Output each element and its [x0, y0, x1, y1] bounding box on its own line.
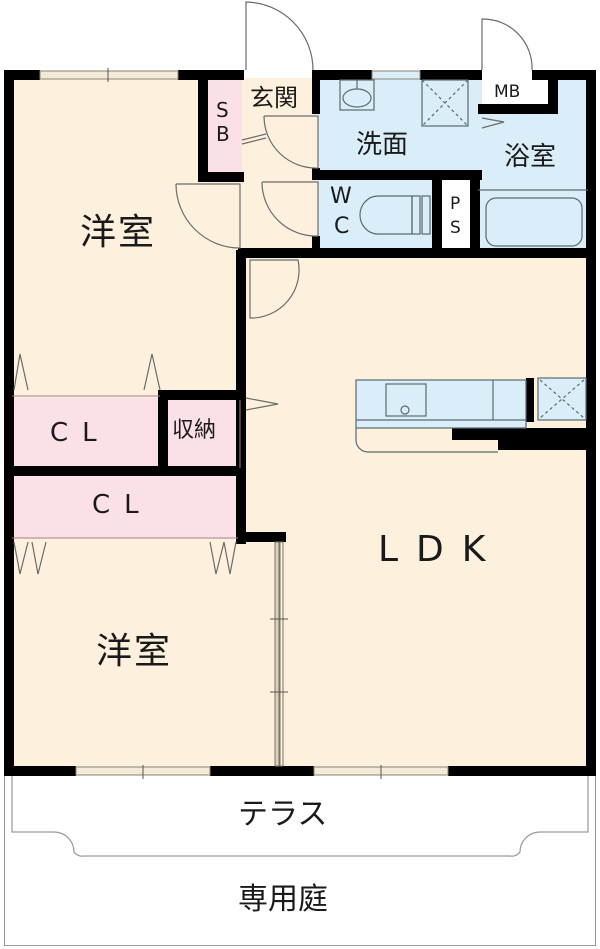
pipe-space-label-p: P — [450, 194, 461, 214]
wall-cl-lower-right — [236, 466, 246, 544]
wall-sb-left — [198, 70, 208, 182]
pipe-space — [440, 180, 472, 250]
wall-lower-room-top — [236, 532, 286, 542]
closet-upper — [12, 398, 160, 468]
wall-bottom-right — [448, 766, 596, 776]
shoe-box — [206, 80, 242, 174]
storage-closet — [166, 400, 240, 468]
western-room-lower — [12, 538, 276, 768]
wall-top-washroom-right — [420, 70, 482, 80]
wall-top-left — [4, 70, 40, 80]
wall-bottom-mid — [210, 766, 314, 776]
wall-top-mid — [178, 70, 244, 80]
wall-sb-bottom — [198, 172, 244, 182]
meter-box-label: MB — [494, 82, 521, 102]
toilet-label-w: W — [330, 184, 352, 209]
storage-label: 収納 — [172, 418, 217, 443]
wall-cl-top — [160, 390, 246, 400]
toilet — [318, 178, 434, 252]
toilet-label-c: C — [334, 214, 350, 239]
wall-mb-right — [548, 70, 558, 114]
wall-kitchen-counter-lower — [498, 438, 596, 450]
wall-outer-right — [586, 70, 596, 776]
closet-lower-label: CL — [92, 490, 153, 520]
ldk-label: LDK — [378, 529, 504, 570]
western-room-lower-label: 洋室 — [96, 631, 173, 672]
wall-mb-bottom — [478, 104, 558, 114]
entrance-label: 玄関 — [250, 84, 298, 112]
closet-upper-label: CL — [50, 418, 111, 448]
western-room-upper-label: 洋室 — [80, 212, 157, 253]
wall-cl-middle — [4, 466, 246, 476]
terrace-label: テラス — [238, 797, 328, 832]
wall-outer-left — [4, 70, 14, 776]
wall-top-right — [532, 70, 596, 80]
wall-bottom-left — [4, 766, 76, 776]
wall-top-washroom-left — [312, 70, 372, 80]
wall-cl-divider — [158, 390, 168, 470]
entrance-hall — [238, 78, 318, 258]
ldk-room — [238, 256, 588, 768]
private-garden-area — [4, 772, 596, 946]
wall-wash-wc — [312, 170, 482, 180]
bathroom-label: 浴室 — [504, 142, 557, 172]
wall-wc-left — [312, 236, 320, 256]
wall-kitchen-counter — [452, 428, 596, 440]
wall-ps-bath — [470, 170, 480, 256]
pipe-space-label-s: S — [450, 218, 461, 238]
shoe-box-label-s: S — [216, 98, 229, 122]
private-garden-label: 専用庭 — [238, 882, 328, 917]
wall-ldk-top — [238, 248, 596, 258]
wall-hall-left — [236, 250, 246, 472]
wall-kitchen-stub — [526, 378, 534, 422]
wall-entrance-right — [312, 70, 320, 114]
closet-lower — [12, 476, 238, 538]
wall-wc-ps — [432, 170, 442, 256]
shoe-box-label-b: B — [216, 122, 230, 146]
washroom-label: 洗面 — [356, 130, 409, 160]
